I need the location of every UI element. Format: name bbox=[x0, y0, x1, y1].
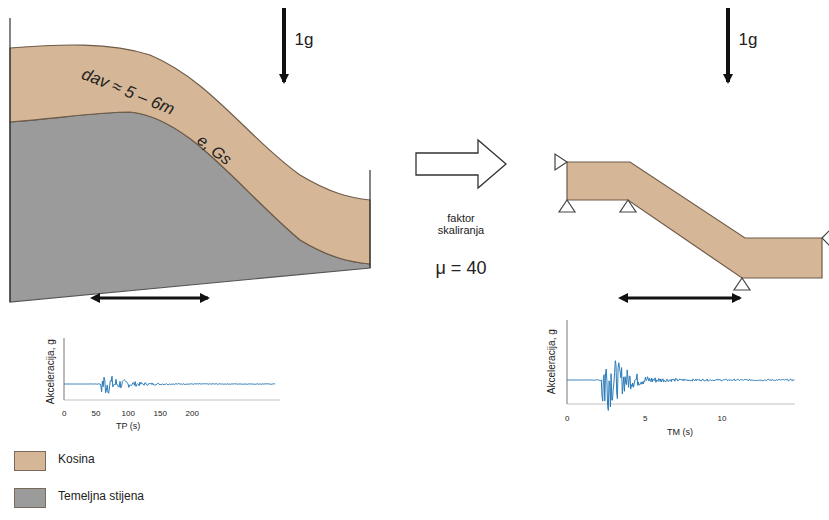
tick-label: 0 bbox=[62, 409, 66, 418]
boundary-line bbox=[9, 18, 10, 302]
scaling-label: faktor skaliranja bbox=[426, 212, 496, 237]
axis-title: Akceleracija, g bbox=[44, 339, 56, 404]
gravity-label: 1g bbox=[295, 30, 314, 50]
legend-text: Kosina bbox=[58, 453, 95, 467]
gravity-arrow bbox=[726, 8, 730, 82]
axis-title: Akceleracija, g bbox=[545, 329, 557, 394]
shaking-arrow bbox=[626, 297, 740, 300]
slope-layer bbox=[10, 45, 370, 264]
legend-swatch bbox=[14, 488, 46, 508]
plot-axis bbox=[64, 338, 65, 400]
gravity-label: 1g bbox=[739, 30, 758, 50]
gravity-arrow bbox=[282, 8, 286, 82]
plot-axis bbox=[64, 400, 280, 401]
tick-label: 0 bbox=[565, 414, 569, 423]
tick-label: 50 bbox=[92, 409, 101, 418]
support-symbols bbox=[555, 154, 829, 290]
tick-label: 5 bbox=[643, 414, 647, 423]
plot-axis bbox=[567, 320, 568, 404]
tick-label: 200 bbox=[186, 409, 199, 418]
tick-label: 100 bbox=[122, 409, 135, 418]
axis-title: TM (s) bbox=[667, 427, 693, 437]
scaling-factor: μ = 40 bbox=[436, 258, 487, 279]
boundary-line bbox=[369, 170, 370, 268]
transform-arrow bbox=[416, 140, 506, 188]
legend-swatch bbox=[14, 451, 46, 471]
model-slope bbox=[567, 162, 822, 278]
acceleration-signal bbox=[567, 361, 795, 411]
plot-axis bbox=[567, 404, 795, 405]
acceleration-signal bbox=[64, 376, 275, 393]
tick-label: 150 bbox=[154, 409, 167, 418]
tick-label: 10 bbox=[718, 414, 727, 423]
legend-text: Temeljna stijena bbox=[58, 490, 144, 504]
axis-title: TP (s) bbox=[116, 421, 140, 431]
shaking-arrow bbox=[98, 297, 208, 300]
